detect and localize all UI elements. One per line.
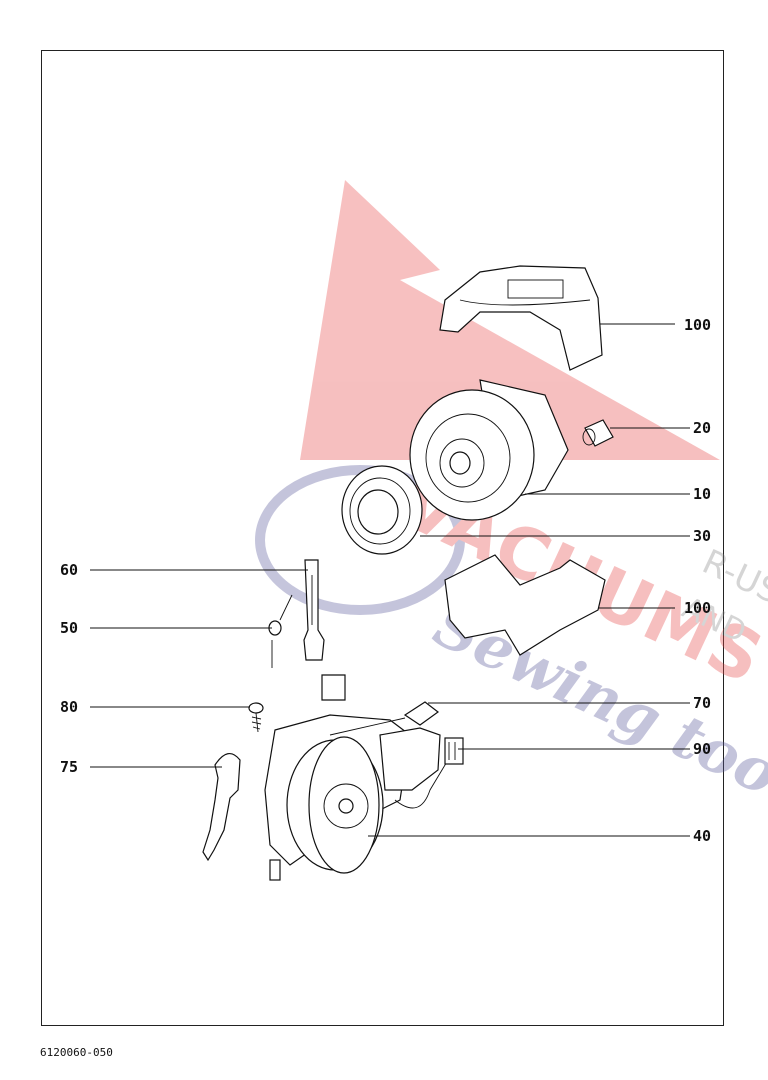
label-60: 60 [60, 561, 78, 579]
part-60-lever [303, 559, 325, 661]
drawing-number: 6120060-050 [40, 1046, 113, 1059]
part-80-screw [248, 702, 264, 733]
callout-labels: 100 20 10 30 60 100 50 80 70 75 90 40 [60, 316, 711, 845]
label-90: 90 [693, 740, 711, 758]
label-70: 70 [693, 694, 711, 712]
label-50: 50 [60, 619, 78, 637]
part-90-connector [321, 674, 464, 765]
label-100-bottom: 100 [684, 599, 711, 617]
part-75-cable-guide [202, 753, 241, 862]
drawing-frame [41, 50, 724, 1026]
label-20: 20 [693, 419, 711, 437]
label-10: 10 [693, 485, 711, 503]
label-30: 30 [693, 527, 711, 545]
part-70-plug [329, 701, 440, 736]
part-10-motor [409, 379, 569, 521]
leader-lines [90, 323, 690, 837]
part-30-seal-ring [341, 465, 423, 555]
label-75: 75 [60, 758, 78, 776]
label-40: 40 [693, 827, 711, 845]
part-100-top-cover [439, 265, 603, 371]
label-80: 80 [60, 698, 78, 716]
part-50-spring [268, 594, 293, 668]
part-100-bottom-cover [444, 554, 606, 656]
part-20-brush [582, 419, 614, 447]
label-100-top: 100 [684, 316, 711, 334]
part-40-cable-reel [264, 714, 449, 881]
